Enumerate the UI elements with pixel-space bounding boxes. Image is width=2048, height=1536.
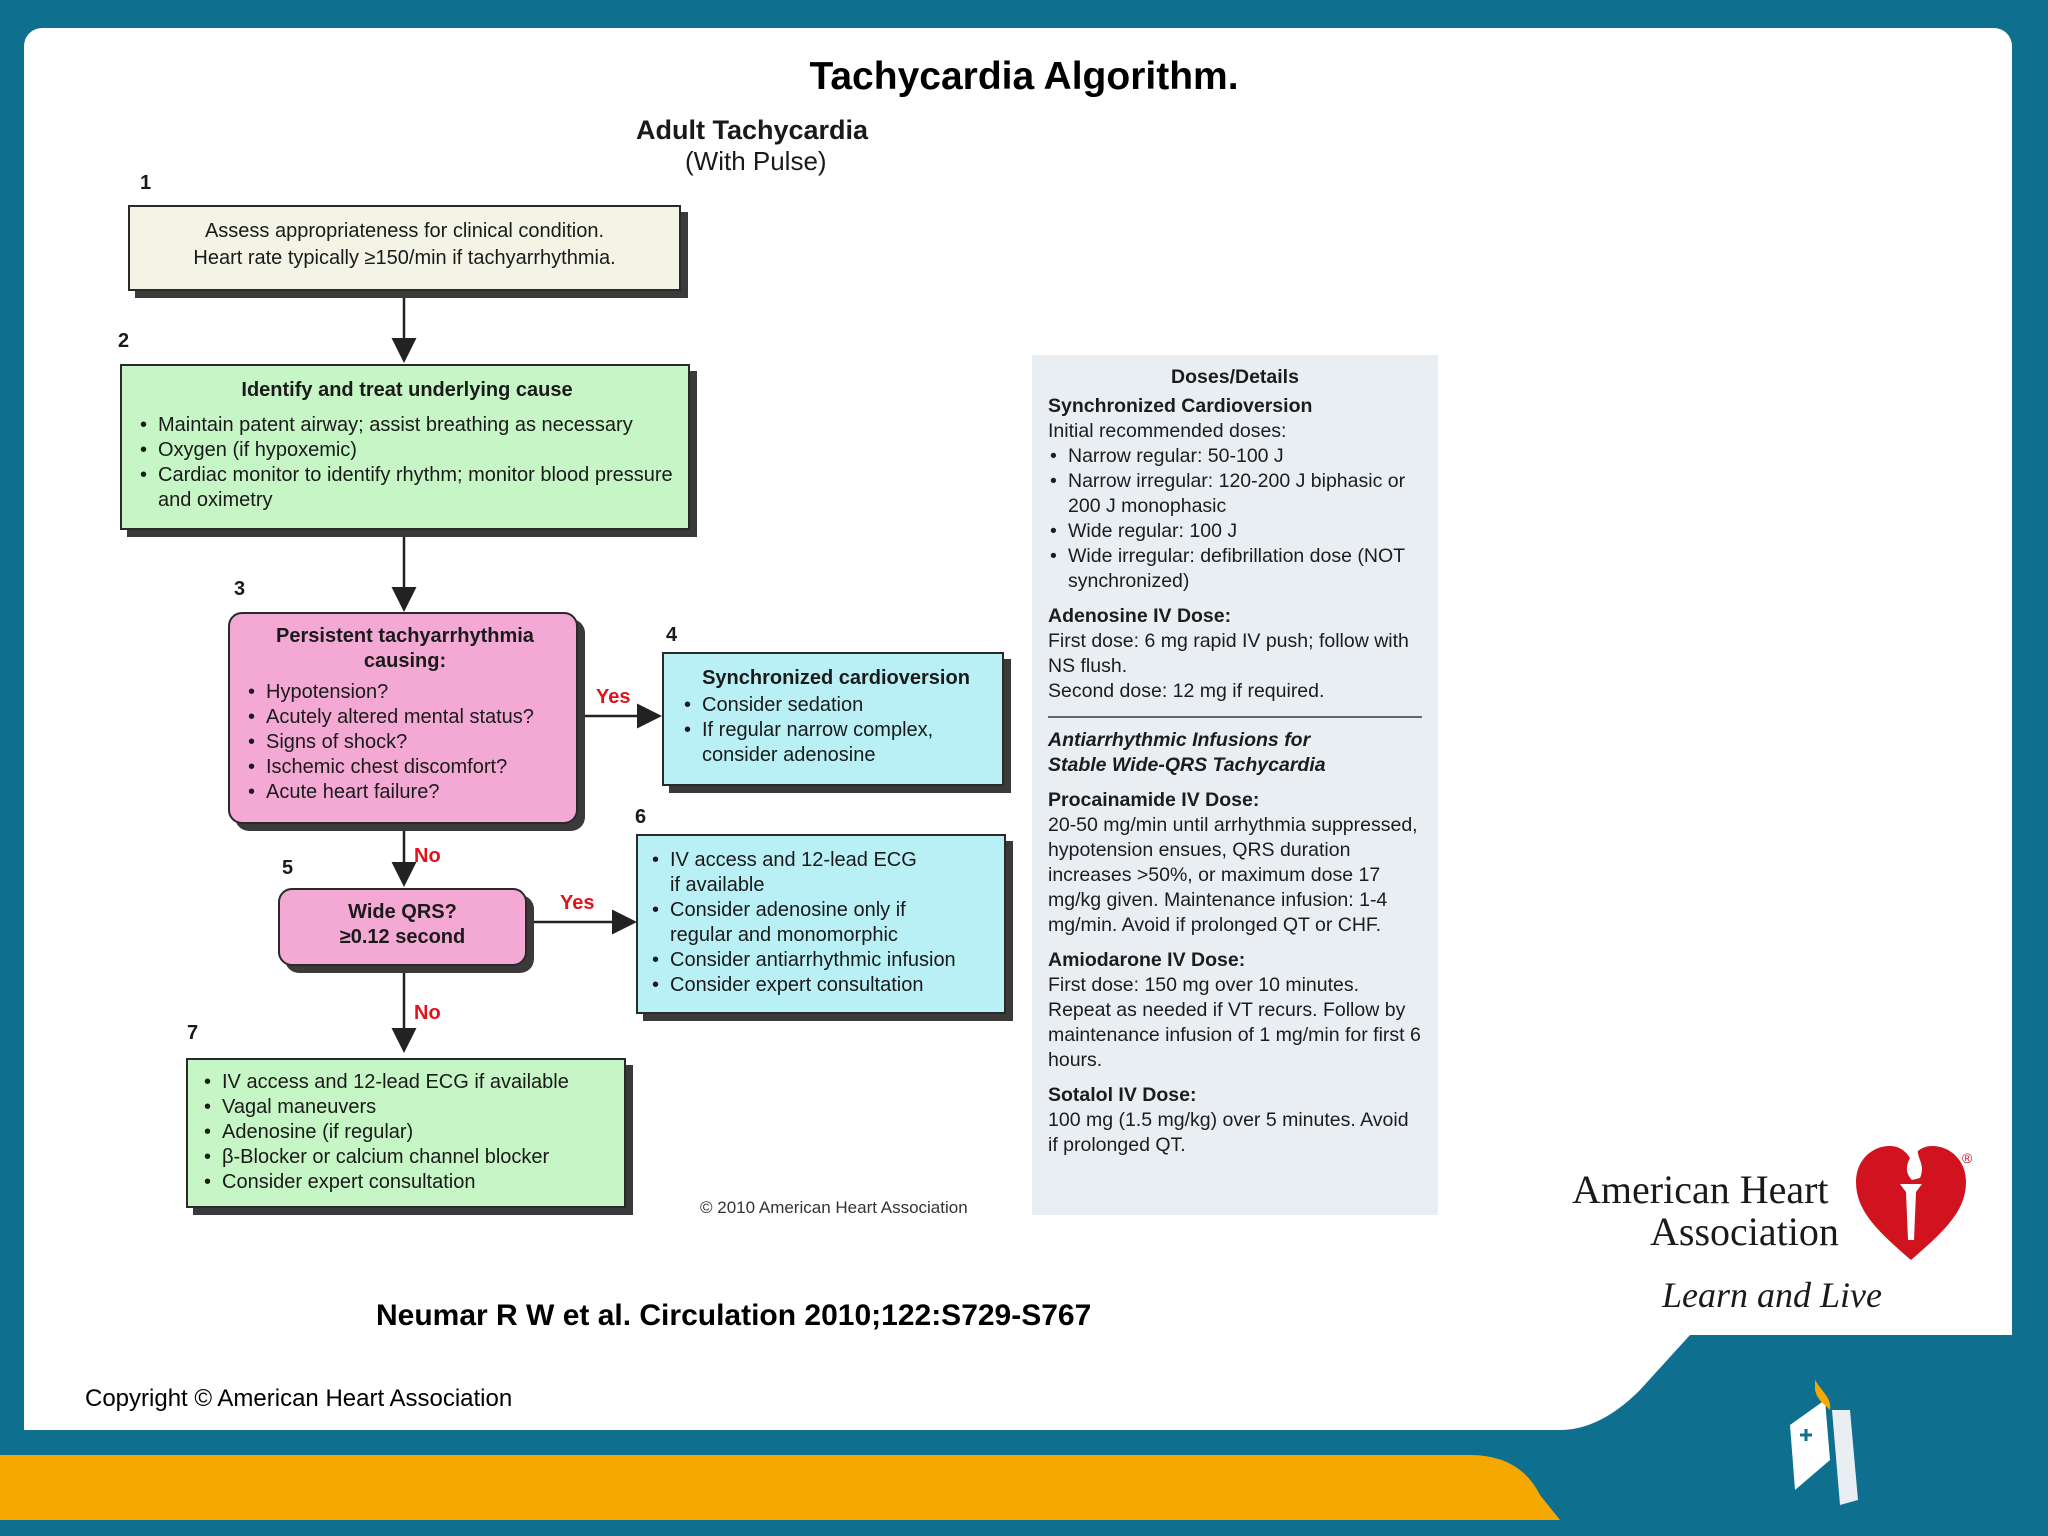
step-5-heading: Wide QRS? <box>348 901 457 923</box>
doses-divider <box>1048 716 1422 718</box>
step-number-6: 6 <box>635 806 647 828</box>
sotalol-text: 100 mg (1.5 mg/kg) over 5 minutes. Avoid… <box>1048 1109 1409 1156</box>
cross-torch-icon <box>1790 1380 1858 1505</box>
step-7-bullet: Adenosine (if regular) <box>202 1120 614 1145</box>
step-number-4: 4 <box>666 624 678 646</box>
doses-title: Doses/Details <box>1171 366 1299 388</box>
step-3-bullet: Signs of shock? <box>246 730 564 755</box>
step-4-heading: Synchronized cardioversion <box>702 667 970 689</box>
algorithm-subtitle: (With Pulse) <box>685 146 827 176</box>
amiodarone-heading: Amiodarone IV Dose: <box>1048 949 1246 971</box>
algorithm-title: Adult Tachycardia <box>636 115 869 145</box>
sync-heading: Synchronized Cardioversion <box>1048 395 1313 417</box>
copyright: Copyright © American Heart Association <box>85 1385 513 1412</box>
sync-dose: Narrow regular: 50-100 J <box>1048 444 1422 469</box>
step-5-box: Wide QRS? ≥0.12 second <box>278 888 527 966</box>
step-3-bullet: Hypotension? <box>246 680 564 705</box>
aha-tagline: Learn and Live <box>1662 1275 1882 1315</box>
step-6-bullet: Consider antiarrhythmic infusion <box>650 948 994 973</box>
step-7-bullet: IV access and 12-lead ECG if available <box>202 1070 614 1095</box>
step-4-bullet: If regular narrow complex, consider aden… <box>682 718 990 768</box>
citation: Neumar R W et al. Circulation 2010;122:S… <box>376 1299 1092 1332</box>
sotalol-heading: Sotalol IV Dose: <box>1048 1084 1197 1106</box>
step-number-1: 1 <box>140 172 152 194</box>
sync-dose: Narrow irregular: 120-200 J biphasic or … <box>1048 469 1422 519</box>
step-6-bullet: Consider expert consultation <box>650 973 994 998</box>
step-number-7: 7 <box>187 1022 199 1044</box>
no-label-3-to-5: No <box>414 845 441 867</box>
step-6-box: IV access and 12-lead ECG if available C… <box>636 834 1006 1014</box>
step-7-bullet: Vagal maneuvers <box>202 1095 614 1120</box>
adenosine-text-2: Second dose: 12 mg if required. <box>1048 680 1325 702</box>
step-5-subheading: ≥0.12 second <box>339 926 466 948</box>
step-3-bullet: Acute heart failure? <box>246 780 564 805</box>
step-1-line-1: Assess appropriateness for clinical cond… <box>204 220 605 242</box>
yes-label-5-to-6: Yes <box>560 892 595 914</box>
aha-heart-torch-icon <box>1856 1146 1966 1260</box>
step-3-heading: Persistent tachyarrhythmia causing: <box>276 625 534 672</box>
step-1-line-2: Heart rate typically ≥150/min if tachyar… <box>193 247 616 269</box>
step-2-box: Identify and treat underlying cause Main… <box>120 364 690 530</box>
step-3-bullet: Ischemic chest discomfort? <box>246 755 564 780</box>
step-2-heading: Identify and treat underlying cause <box>241 379 573 401</box>
step-2-bullet: Cardiac monitor to identify rhythm; moni… <box>138 463 676 513</box>
step-7-bullet: β-Blocker or calcium channel blocker <box>202 1145 614 1170</box>
step-4-box: Synchronized cardioversion Consider seda… <box>662 652 1004 786</box>
adenosine-heading: Adenosine IV Dose: <box>1048 605 1232 627</box>
aha-registered-mark: ® <box>1962 1150 1973 1166</box>
sync-dose: Wide irregular: defibrillation dose (NOT… <box>1048 544 1422 594</box>
step-number-3: 3 <box>234 578 246 600</box>
step-2-bullet: Maintain patent airway; assist breathing… <box>138 413 676 438</box>
infusions-heading: Antiarrhythmic Infusions for Stable Wide… <box>1048 729 1326 776</box>
procainamide-text: 20-50 mg/min until arrhythmia suppressed… <box>1048 814 1418 936</box>
doses-details-panel: Doses/Details Synchronized Cardioversion… <box>1032 355 1438 1215</box>
sync-dose: Wide regular: 100 J <box>1048 519 1422 544</box>
sync-intro: Initial recommended doses: <box>1048 420 1287 442</box>
flow-arrows <box>391 293 662 1053</box>
step-6-bullet: Consider adenosine only if regular and m… <box>650 898 994 948</box>
step-number-2: 2 <box>118 330 130 352</box>
step-3-bullet: Acutely altered mental status? <box>246 705 564 730</box>
step-7-bullet: Consider expert consultation <box>202 1170 614 1195</box>
step-6-bullet: IV access and 12-lead ECG if available <box>650 848 994 898</box>
procainamide-heading: Procainamide IV Dose: <box>1048 789 1260 811</box>
step-2-bullet: Oxygen (if hypoxemic) <box>138 438 676 463</box>
yes-label-3-to-4: Yes <box>596 686 631 708</box>
step-4-bullet: Consider sedation <box>682 693 990 718</box>
aha-name-line-1: American Heart <box>1572 1167 1829 1212</box>
step-7-box: IV access and 12-lead ECG if available V… <box>186 1058 626 1208</box>
no-label-5-to-7: No <box>414 1002 441 1024</box>
step-3-box: Persistent tachyarrhythmia causing: Hypo… <box>228 612 578 824</box>
slide-title: Tachycardia Algorithm. <box>809 55 1239 98</box>
adenosine-text: First dose: 6 mg rapid IV push; follow w… <box>1048 630 1409 677</box>
aha-name-line-2: Association <box>1650 1209 1839 1254</box>
amiodarone-text: First dose: 150 mg over 10 minutes. Repe… <box>1048 974 1421 1071</box>
step-1-box: Assess appropriateness for clinical cond… <box>128 205 681 291</box>
footer-band <box>0 1335 2048 1536</box>
step-number-5: 5 <box>282 857 294 879</box>
figure-copyright: © 2010 American Heart Association <box>700 1198 968 1217</box>
